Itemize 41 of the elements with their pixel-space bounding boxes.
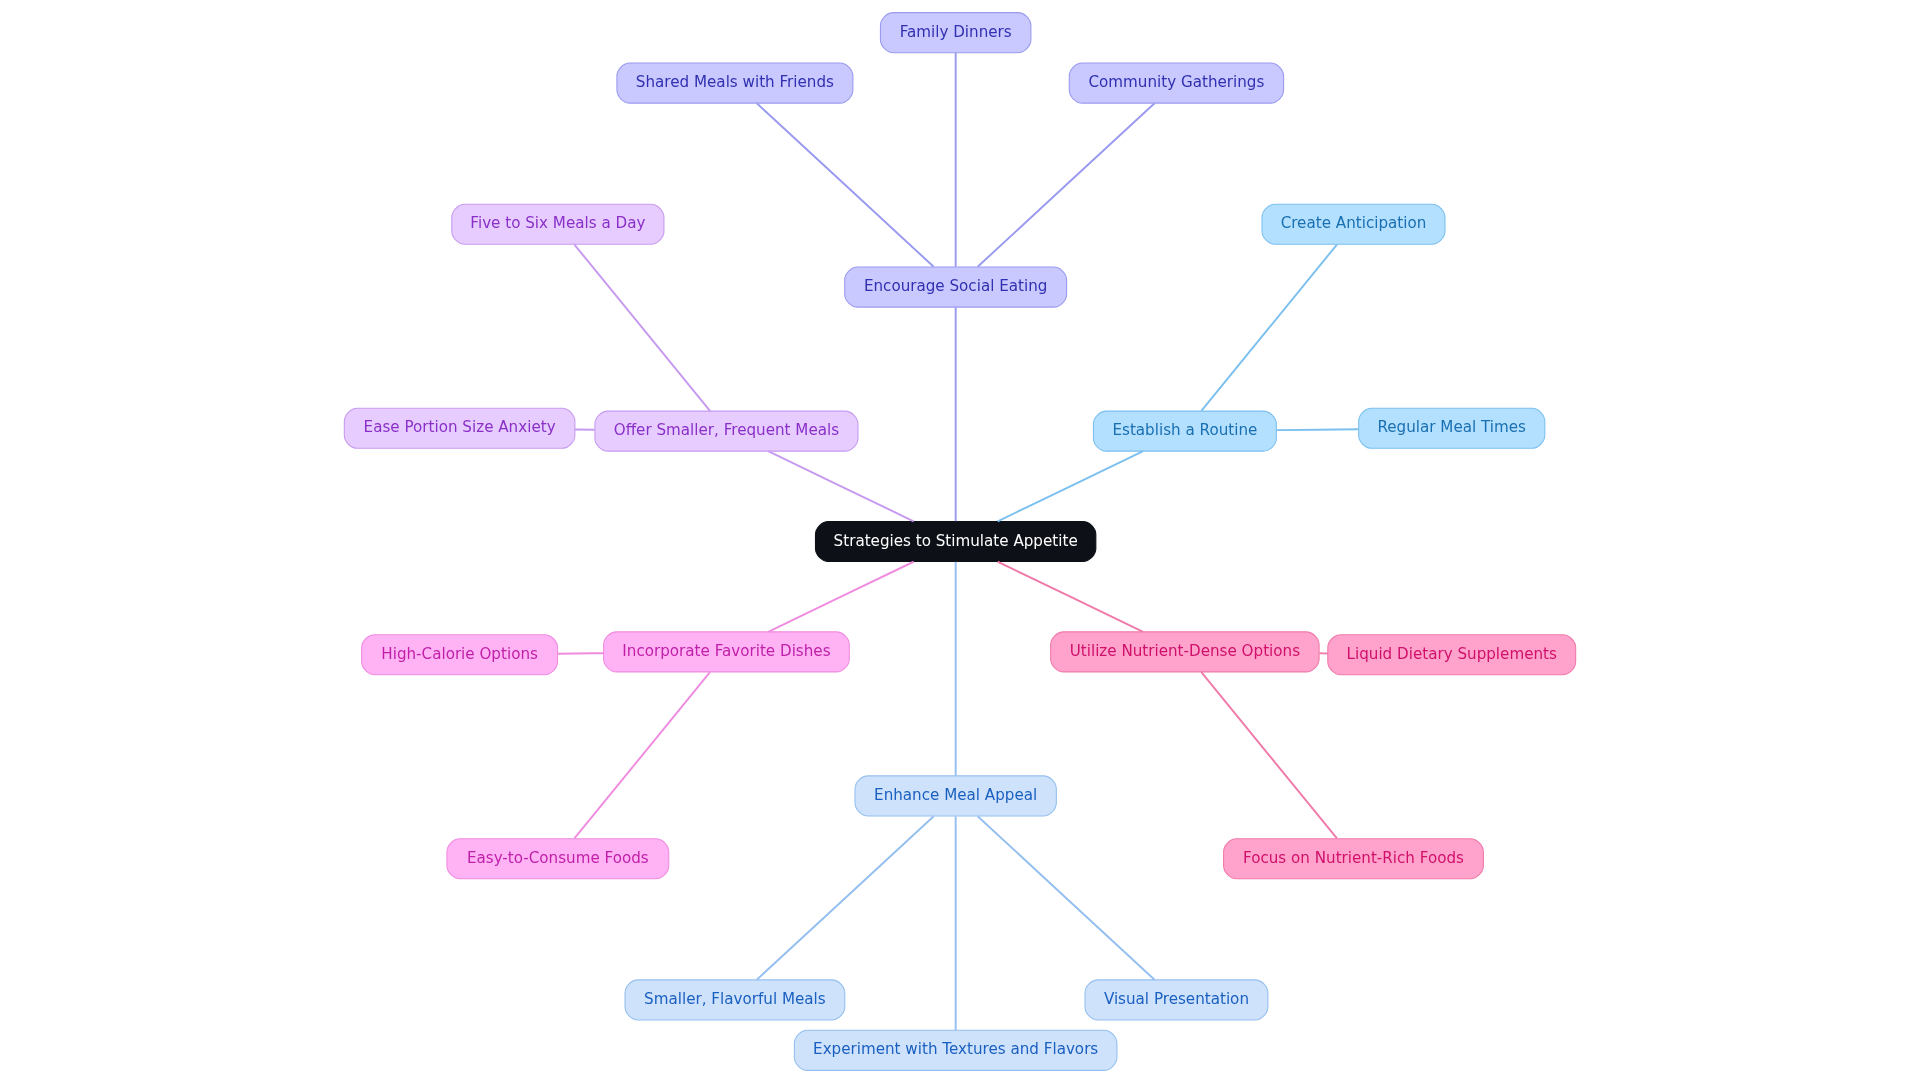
node-box: Liquid Dietary Supplements xyxy=(1327,634,1577,676)
node-box: Smaller, Flavorful Meals xyxy=(624,979,846,1021)
node-box: Ease Portion Size Anxiety xyxy=(343,407,576,449)
node-box: Experiment with Textures and Flavors xyxy=(793,1029,1118,1071)
connector xyxy=(1200,671,1338,840)
node-box: Incorporate Favorite Dishes xyxy=(603,631,850,673)
node-box: Family Dinners xyxy=(879,12,1032,54)
node-box: Utilize Nutrient-Dense Options xyxy=(1050,631,1320,673)
node-box: Shared Meals with Friends xyxy=(616,62,854,104)
connector xyxy=(1275,428,1360,432)
node-box: Community Gatherings xyxy=(1068,62,1285,104)
connector xyxy=(767,560,915,633)
connector xyxy=(1200,243,1338,412)
node-box: Easy-to-Consume Foods xyxy=(446,838,670,880)
connector xyxy=(954,306,957,523)
connector xyxy=(1318,652,1329,655)
connector xyxy=(976,102,1156,268)
node-box: High-Calorie Options xyxy=(361,634,559,676)
node-box: Five to Six Meals a Day xyxy=(451,203,665,245)
connector xyxy=(954,815,957,1032)
connector xyxy=(573,243,711,412)
node-box: Encourage Social Eating xyxy=(844,266,1068,308)
connector xyxy=(996,450,1145,523)
connector xyxy=(996,560,1145,633)
connector xyxy=(556,652,605,655)
node-box: Strategies to Stimulate Appetite xyxy=(814,520,1097,563)
connector xyxy=(755,815,935,981)
connector xyxy=(767,450,915,523)
node-box: Establish a Routine xyxy=(1092,410,1277,452)
connector xyxy=(954,51,957,268)
node-box: Offer Smaller, Frequent Meals xyxy=(594,410,859,452)
connector xyxy=(573,671,711,840)
node-box: Focus on Nutrient-Rich Foods xyxy=(1223,838,1484,880)
node-box: Regular Meal Times xyxy=(1358,407,1546,449)
connector xyxy=(573,428,596,431)
connector xyxy=(755,102,935,268)
connector xyxy=(954,560,957,777)
connector xyxy=(976,815,1156,981)
node-box: Visual Presentation xyxy=(1084,979,1269,1021)
node-box: Create Anticipation xyxy=(1261,203,1446,245)
node-box: Enhance Meal Appeal xyxy=(854,775,1057,817)
